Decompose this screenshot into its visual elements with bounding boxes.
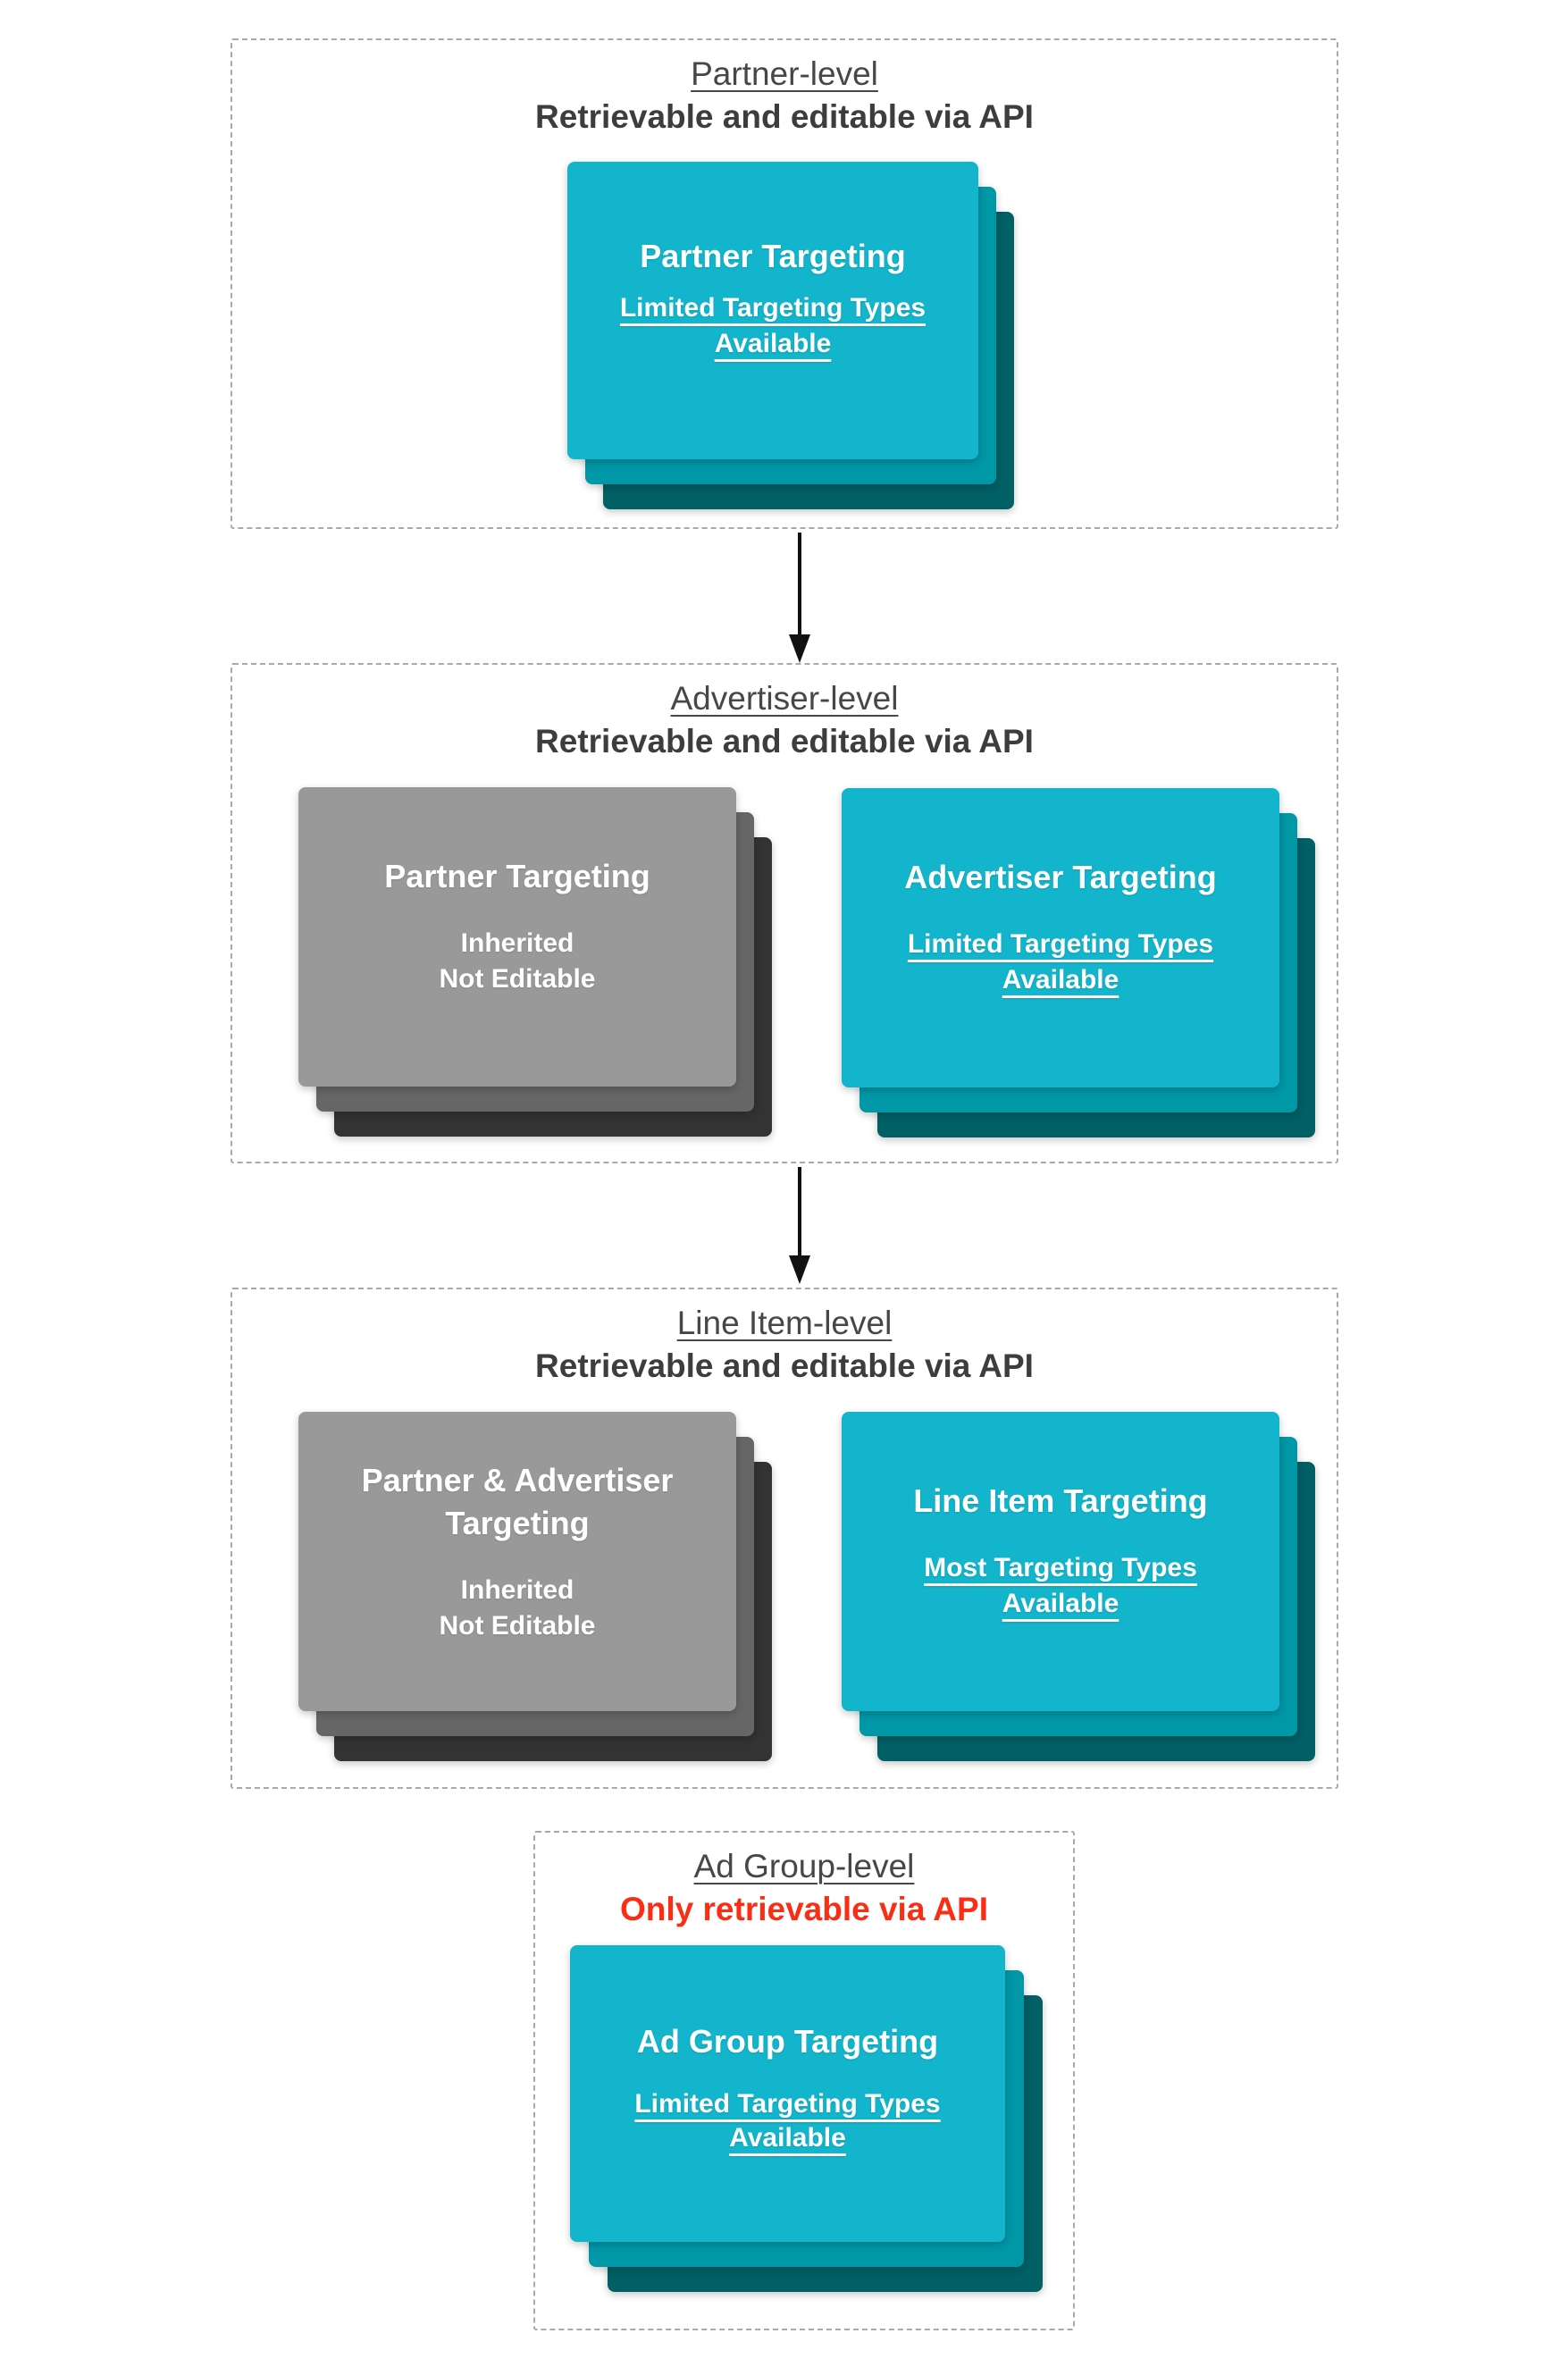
card-title: Partner Targeting: [640, 238, 906, 274]
section-line-item-level: Line Item-level Retrievable and editable…: [231, 1288, 1338, 1789]
section-title: Partner-level: [691, 55, 878, 92]
card-link-text: Limited Targeting Types Available: [619, 293, 927, 358]
card-link-text: Limited Targeting Types Available: [634, 2089, 941, 2153]
card-line-item-targeting: Line Item Targeting Most Targeting Types…: [842, 1412, 1279, 1711]
card-partner-advertiser-targeting-inherited: Partner & Advertiser Targeting Inherited…: [298, 1412, 736, 1711]
arrow-down-icon: [789, 1167, 810, 1284]
section-advertiser-level: Advertiser-level Retrievable and editabl…: [231, 663, 1338, 1163]
card-partner-targeting: Partner Targeting Limited Targeting Type…: [567, 162, 978, 459]
arrow-down-icon: [789, 533, 810, 663]
card-title: Advertiser Targeting: [904, 859, 1217, 895]
card-advertiser-targeting: Advertiser Targeting Limited Targeting T…: [842, 788, 1279, 1087]
card-link-text: Most Targeting Types Available: [924, 1553, 1197, 1618]
card-partner-targeting-inherited: Partner Targeting Inherited Not Editable: [298, 787, 736, 1087]
card-ad-group-targeting: Ad Group Targeting Limited Targeting Typ…: [570, 1945, 1005, 2242]
card-body-text: Inherited Not Editable: [439, 1575, 596, 1641]
section-subtitle: Only retrievable via API: [620, 1891, 988, 1927]
section-subtitle: Retrievable and editable via API: [535, 98, 1034, 135]
card-title: Line Item Targeting: [913, 1482, 1208, 1519]
card-link-text: Limited Targeting Types Available: [907, 929, 1214, 995]
card-title: Partner Targeting: [384, 858, 650, 894]
card-title: Ad Group Targeting: [636, 2023, 939, 2060]
section-ad-group-level: Ad Group-level Only retrievable via API …: [533, 1831, 1075, 2330]
section-title: Ad Group-level: [693, 1848, 915, 1884]
card-body-text: Inherited Not Editable: [439, 928, 596, 994]
section-title: Line Item-level: [676, 1305, 893, 1341]
section-partner-level: Partner-level Retrievable and editable v…: [231, 38, 1338, 529]
card-title: Partner & Advertiser Targeting: [361, 1462, 674, 1541]
section-subtitle: Retrievable and editable via API: [535, 1347, 1034, 1384]
section-title: Advertiser-level: [670, 680, 899, 717]
section-subtitle: Retrievable and editable via API: [535, 723, 1034, 760]
